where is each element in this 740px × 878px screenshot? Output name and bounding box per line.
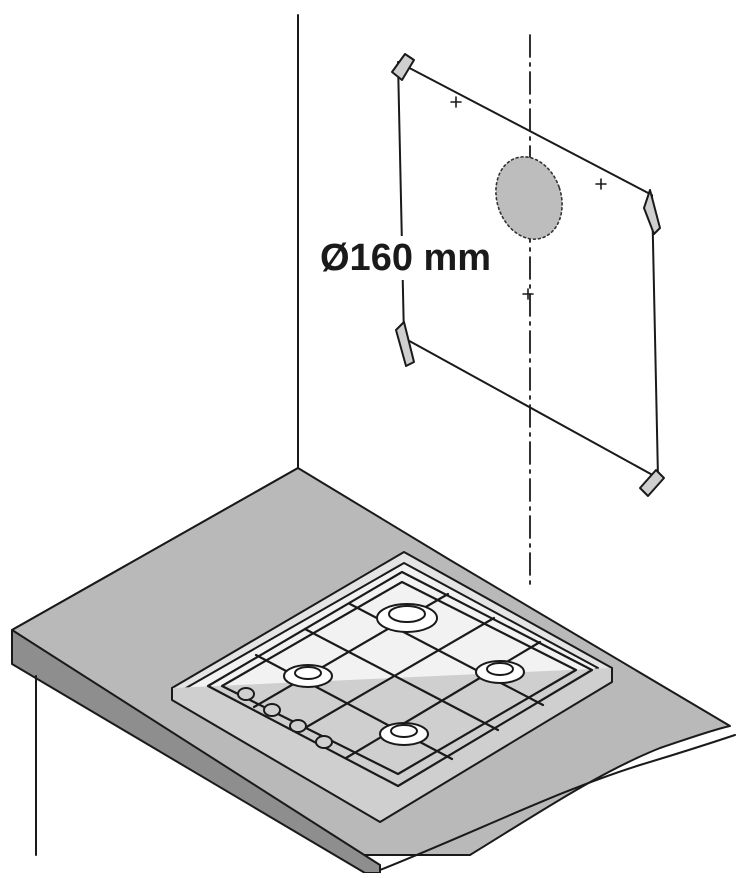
knob-4 (315, 735, 333, 749)
burner-back-right-cap (486, 662, 514, 676)
gas-hob (171, 551, 613, 823)
burner-back-left-cap (388, 605, 426, 623)
pan-support-bar-4 (296, 616, 496, 734)
exhaust-hole (495, 156, 563, 240)
hob-front-lip (171, 667, 613, 823)
burners (283, 603, 525, 746)
tape-top-right (643, 189, 661, 235)
fixing-marks (450, 96, 607, 300)
worktop-floor-curve (379, 734, 736, 871)
knob-3 (289, 719, 307, 733)
burner-front-left-cap (294, 666, 322, 680)
knob-2 (263, 703, 281, 717)
control-knobs (237, 687, 333, 749)
hole-diameter-label: Ø160 mm (318, 236, 494, 280)
pan-support-bar-1 (303, 627, 500, 732)
pan-support-outer (206, 570, 594, 788)
fixing-mark-2 (595, 178, 607, 190)
tape-bottom-right (639, 469, 665, 497)
pan-support-inner (220, 580, 578, 776)
knob-1 (237, 687, 255, 701)
burner-front-right-cap (390, 724, 418, 738)
tape-top-left (391, 53, 415, 81)
fixing-mark-1 (450, 96, 462, 108)
fixing-mark-3 (522, 288, 534, 300)
tape-bottom-left (395, 321, 415, 367)
